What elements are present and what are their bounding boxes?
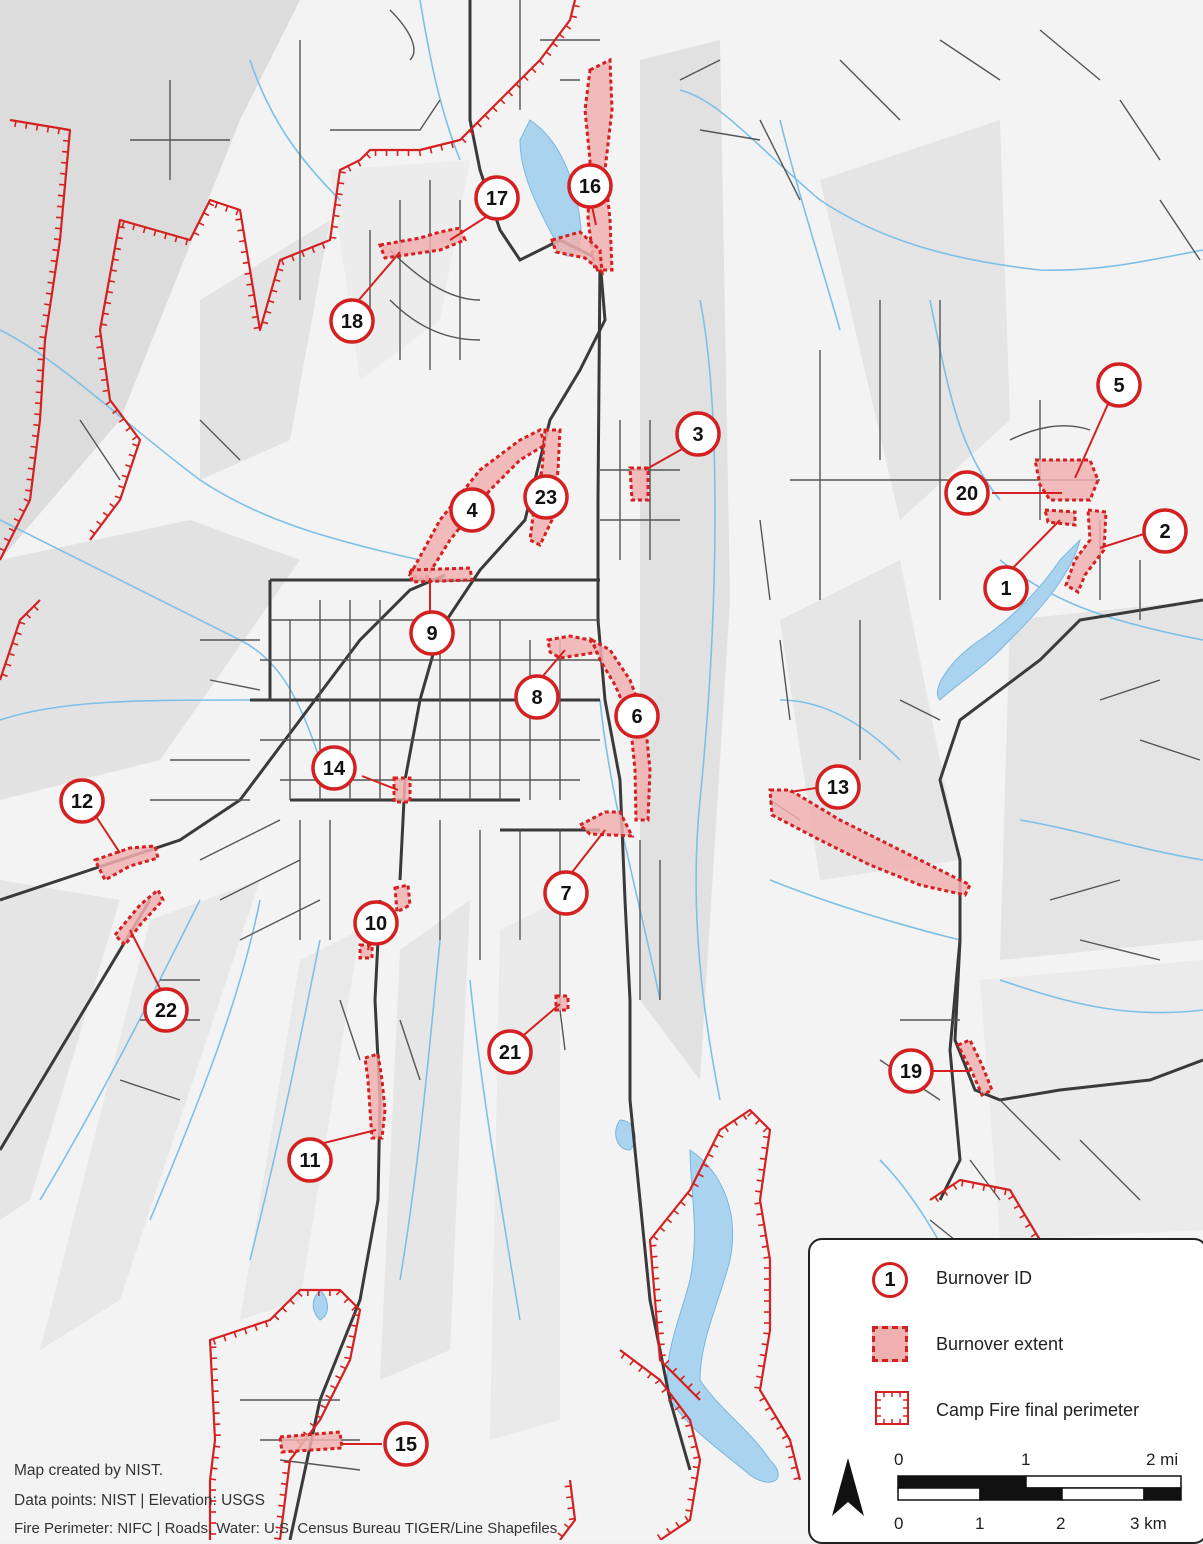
burnover-marker-label: 17	[486, 188, 508, 210]
scale-mi-2: 2 mi	[1146, 1450, 1178, 1470]
burnover-marker-label: 4	[466, 500, 478, 522]
burnover-marker-22[interactable]: 22	[145, 989, 187, 1031]
burnover-marker-label: 11	[299, 1150, 320, 1172]
burnover-marker-label: 7	[560, 883, 571, 905]
burnover-marker-label: 10	[365, 913, 387, 935]
legend-burnover-id-symbol: 1	[872, 1262, 908, 1298]
burnover-marker-label: 9	[426, 623, 437, 645]
extent-21	[556, 996, 568, 1010]
burnover-marker-20[interactable]: 20	[946, 472, 988, 514]
legend: 1 Burnover ID Burnover extent Camp Fire …	[808, 1238, 1203, 1544]
credit-line-3: Fire Perimeter: NIFC | Roads, Water: U.S…	[14, 1520, 557, 1537]
scale-mi-0: 0	[894, 1450, 903, 1470]
legend-burnover-id-label: Burnover ID	[936, 1268, 1032, 1289]
burnover-marker-7[interactable]: 7	[545, 872, 587, 914]
scale-km-1: 1	[975, 1514, 984, 1534]
burnover-marker-label: 20	[956, 483, 978, 505]
burnover-marker-19[interactable]: 19	[890, 1050, 932, 1092]
burnover-marker-label: 2	[1159, 521, 1170, 543]
burnover-marker-label: 21	[499, 1042, 521, 1064]
extent-15	[280, 1432, 342, 1452]
burnover-marker-16[interactable]: 16	[569, 165, 611, 207]
scale-km-2: 2	[1056, 1514, 1065, 1534]
burnover-marker-label: 23	[535, 487, 557, 509]
burnover-marker-14[interactable]: 14	[313, 747, 355, 789]
burnover-marker-label: 3	[692, 424, 703, 446]
burnover-marker-label: 8	[531, 687, 542, 709]
burnover-marker-2[interactable]: 2	[1144, 510, 1186, 552]
burnover-marker-12[interactable]: 12	[61, 780, 103, 822]
extent-9	[410, 568, 472, 582]
burnover-marker-6[interactable]: 6	[616, 695, 658, 737]
burnover-marker-8[interactable]: 8	[516, 676, 558, 718]
burnover-marker-label: 1	[1000, 578, 1011, 600]
burnover-marker-4[interactable]: 4	[451, 489, 493, 531]
burnover-marker-1[interactable]: 1	[985, 567, 1027, 609]
scale-km-0: 0	[894, 1514, 903, 1534]
burnover-marker-label: 5	[1113, 375, 1124, 397]
burnover-marker-9[interactable]: 9	[411, 612, 453, 654]
legend-extent-label: Burnover extent	[936, 1334, 1063, 1355]
extent-3	[630, 468, 648, 500]
credit-line-2: Data points: NIST | Elevation: USGS	[14, 1492, 265, 1510]
burnover-marker-10[interactable]: 10	[355, 902, 397, 944]
burnover-marker-5[interactable]: 5	[1098, 364, 1140, 406]
north-arrow-icon	[828, 1456, 868, 1520]
burnover-marker-15[interactable]: 15	[385, 1423, 427, 1465]
burnover-marker-18[interactable]: 18	[331, 300, 373, 342]
extent-10b	[360, 945, 372, 958]
burnover-marker-3[interactable]: 3	[677, 413, 719, 455]
burnover-marker-label: 15	[395, 1434, 417, 1456]
burnover-marker-13[interactable]: 13	[817, 766, 859, 808]
burnover-marker-21[interactable]: 21	[489, 1031, 531, 1073]
legend-perimeter-symbol	[872, 1388, 912, 1428]
burnover-marker-label: 22	[155, 1000, 177, 1022]
burnover-marker-label: 6	[631, 706, 642, 728]
burnover-marker-label: 14	[323, 758, 346, 780]
credit-line-1: Map created by NIST.	[14, 1462, 163, 1480]
legend-extent-symbol	[872, 1326, 908, 1362]
burnover-marker-11[interactable]: 11	[289, 1139, 331, 1181]
burnover-marker-label: 19	[900, 1061, 922, 1083]
legend-perimeter-label: Camp Fire final perimeter	[936, 1400, 1139, 1421]
scale-mi-1: 1	[1021, 1450, 1030, 1470]
scale-km-3: 3 km	[1130, 1514, 1167, 1534]
burnover-marker-label: 13	[827, 777, 849, 799]
legend-sample-id: 1	[884, 1269, 895, 1292]
burnover-marker-label: 12	[71, 791, 93, 813]
burnover-marker-17[interactable]: 17	[476, 177, 518, 219]
scale-bar	[896, 1474, 1186, 1504]
burnover-marker-label: 16	[579, 176, 601, 198]
burnover-marker-23[interactable]: 23	[525, 476, 567, 518]
burnover-marker-label: 18	[341, 311, 363, 333]
